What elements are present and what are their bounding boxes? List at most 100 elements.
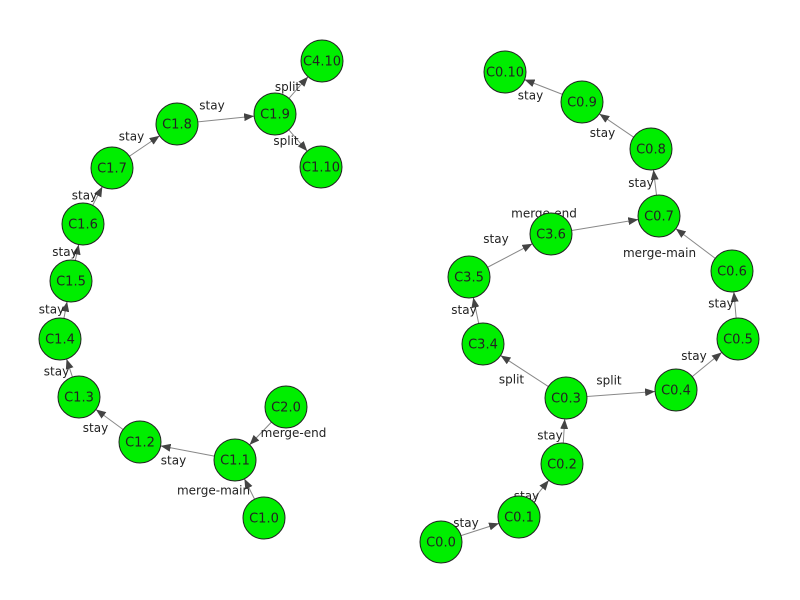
node-circle-c4-10[interactable] bbox=[300, 39, 344, 83]
node-circle-c1-2[interactable] bbox=[118, 420, 162, 464]
node-label-c1-5: C1.5 bbox=[56, 275, 86, 290]
node-c0-1[interactable]: C0.1 bbox=[497, 495, 541, 539]
node-c0-6[interactable]: C0.6 bbox=[710, 249, 754, 293]
node-circle-c1-6[interactable] bbox=[61, 202, 105, 246]
node-c3-6[interactable]: C3.6 bbox=[529, 212, 573, 256]
edge-label-c1-9-to-c1-10: split bbox=[273, 134, 299, 148]
node-label-c0-5: C0.5 bbox=[723, 333, 753, 348]
node-circle-c1-3[interactable] bbox=[57, 375, 101, 419]
node-label-c1-4: C1.4 bbox=[45, 333, 75, 348]
node-circle-c1-0[interactable] bbox=[242, 496, 286, 540]
node-label-c1-9: C1.9 bbox=[260, 108, 290, 123]
edge-c1-1-to-c1-2 bbox=[160, 443, 215, 457]
node-c1-5[interactable]: C1.5 bbox=[49, 259, 93, 303]
node-c4-10[interactable]: C4.10 bbox=[300, 39, 344, 83]
edge-label-c0-9-to-c0-10: stay bbox=[518, 89, 543, 103]
node-circle-c0-2[interactable] bbox=[540, 442, 584, 486]
node-circle-c0-7[interactable] bbox=[637, 194, 681, 238]
node-c3-4[interactable]: C3.4 bbox=[461, 322, 505, 366]
node-c1-1[interactable]: C1.1 bbox=[213, 438, 257, 482]
node-label-c1-3: C1.3 bbox=[64, 391, 94, 406]
edge-c3-5-to-c3-6 bbox=[487, 243, 533, 268]
node-c1-2[interactable]: C1.2 bbox=[118, 420, 162, 464]
node-c1-0[interactable]: C1.0 bbox=[242, 496, 286, 540]
edge-label-c1-3-to-c1-4: stay bbox=[44, 365, 69, 379]
node-c0-9[interactable]: C0.9 bbox=[560, 80, 604, 124]
node-label-c0-3: C0.3 bbox=[551, 392, 581, 407]
node-circle-c1-8[interactable] bbox=[155, 102, 199, 146]
node-label-c0-1: C0.1 bbox=[504, 511, 534, 526]
node-c0-10[interactable]: C0.10 bbox=[483, 50, 527, 94]
node-circle-c0-5[interactable] bbox=[716, 317, 760, 361]
edge-label-c1-2-to-c1-3: stay bbox=[83, 421, 108, 435]
node-circle-c1-4[interactable] bbox=[38, 317, 82, 361]
edge-c1-2-to-c1-3 bbox=[95, 409, 124, 430]
node-circle-c1-9[interactable] bbox=[253, 92, 297, 136]
edge-c2-0-to-c1-1 bbox=[249, 421, 272, 446]
node-circle-c2-0[interactable] bbox=[264, 385, 308, 429]
edge-label-c1-1-to-c1-2: stay bbox=[161, 454, 186, 468]
node-c1-7[interactable]: C1.7 bbox=[90, 146, 134, 190]
node-c1-8[interactable]: C1.8 bbox=[155, 102, 199, 146]
node-c0-0[interactable]: C0.0 bbox=[419, 520, 463, 564]
edge-label-c0-6-to-c0-7: merge-main bbox=[623, 246, 696, 260]
node-circle-c3-4[interactable] bbox=[461, 322, 505, 366]
edge-label-c1-8-to-c1-9: stay bbox=[199, 99, 224, 113]
node-label-c4-10: C4.10 bbox=[303, 55, 341, 70]
node-circle-c0-1[interactable] bbox=[497, 495, 541, 539]
node-c0-5[interactable]: C0.5 bbox=[716, 317, 760, 361]
node-label-c0-9: C0.9 bbox=[567, 96, 597, 111]
node-circle-c3-6[interactable] bbox=[529, 212, 573, 256]
node-circle-c3-5[interactable] bbox=[447, 255, 491, 299]
node-label-c0-10: C0.10 bbox=[486, 66, 524, 81]
node-circle-c0-9[interactable] bbox=[560, 80, 604, 124]
node-c1-10[interactable]: C1.10 bbox=[299, 145, 343, 189]
edge-c0-4-to-c0-5 bbox=[691, 351, 723, 378]
node-circle-c1-1[interactable] bbox=[213, 438, 257, 482]
node-circle-c1-10[interactable] bbox=[299, 145, 343, 189]
edge-c3-6-to-c0-7 bbox=[571, 217, 639, 232]
edge-label-c1-4-to-c1-5: stay bbox=[39, 303, 64, 317]
node-circle-c0-8[interactable] bbox=[629, 127, 673, 171]
edge-c0-7-to-c0-8 bbox=[650, 169, 659, 196]
edge-label-c3-4-to-c3-5: stay bbox=[451, 303, 476, 317]
node-circle-c1-7[interactable] bbox=[90, 146, 134, 190]
edge-label-c0-3-to-c0-4: split bbox=[596, 374, 622, 388]
node-label-c0-4: C0.4 bbox=[661, 384, 691, 399]
node-c0-4[interactable]: C0.4 bbox=[654, 368, 698, 412]
node-circle-c1-5[interactable] bbox=[49, 259, 93, 303]
node-circle-c0-0[interactable] bbox=[419, 520, 463, 564]
node-c0-8[interactable]: C0.8 bbox=[629, 127, 673, 171]
node-label-c0-8: C0.8 bbox=[636, 143, 666, 158]
node-label-c3-5: C3.5 bbox=[454, 271, 484, 286]
edge-label-c0-3-to-c3-4: split bbox=[499, 373, 525, 387]
node-circle-c0-4[interactable] bbox=[654, 368, 698, 412]
edge-c0-6-to-c0-7 bbox=[675, 228, 716, 259]
node-c1-3[interactable]: C1.3 bbox=[57, 375, 101, 419]
edge-label-c0-2-to-c0-3: stay bbox=[537, 429, 562, 443]
edge-c1-6-to-c1-7 bbox=[92, 186, 103, 206]
edge-label-c0-8-to-c0-9: stay bbox=[590, 126, 615, 140]
node-c1-4[interactable]: C1.4 bbox=[38, 317, 82, 361]
edge-c0-1-to-c0-2 bbox=[531, 479, 550, 502]
edge-label-c0-4-to-c0-5: stay bbox=[681, 349, 706, 363]
edge-c3-4-to-c3-5 bbox=[471, 297, 480, 324]
node-c0-3[interactable]: C0.3 bbox=[544, 376, 588, 420]
node-label-c2-0: C2.0 bbox=[271, 401, 301, 416]
edge-label-c1-5-to-c1-6: stay bbox=[52, 245, 77, 259]
node-circle-c0-3[interactable] bbox=[544, 376, 588, 420]
node-circle-c0-10[interactable] bbox=[483, 50, 527, 94]
node-c0-2[interactable]: C0.2 bbox=[540, 442, 584, 486]
node-circle-c0-6[interactable] bbox=[710, 249, 754, 293]
node-c2-0[interactable]: C2.0 bbox=[264, 385, 308, 429]
edge-c1-5-to-c1-6 bbox=[72, 244, 81, 261]
node-c3-5[interactable]: C3.5 bbox=[447, 255, 491, 299]
edge-label-c0-7-to-c0-8: stay bbox=[628, 176, 653, 190]
edge-c0-8-to-c0-9 bbox=[599, 113, 634, 138]
node-c1-6[interactable]: C1.6 bbox=[61, 202, 105, 246]
node-label-c1-7: C1.7 bbox=[97, 162, 127, 177]
node-c0-7[interactable]: C0.7 bbox=[637, 194, 681, 238]
node-label-c3-4: C3.4 bbox=[468, 338, 498, 353]
node-c1-9[interactable]: C1.9 bbox=[253, 92, 297, 136]
